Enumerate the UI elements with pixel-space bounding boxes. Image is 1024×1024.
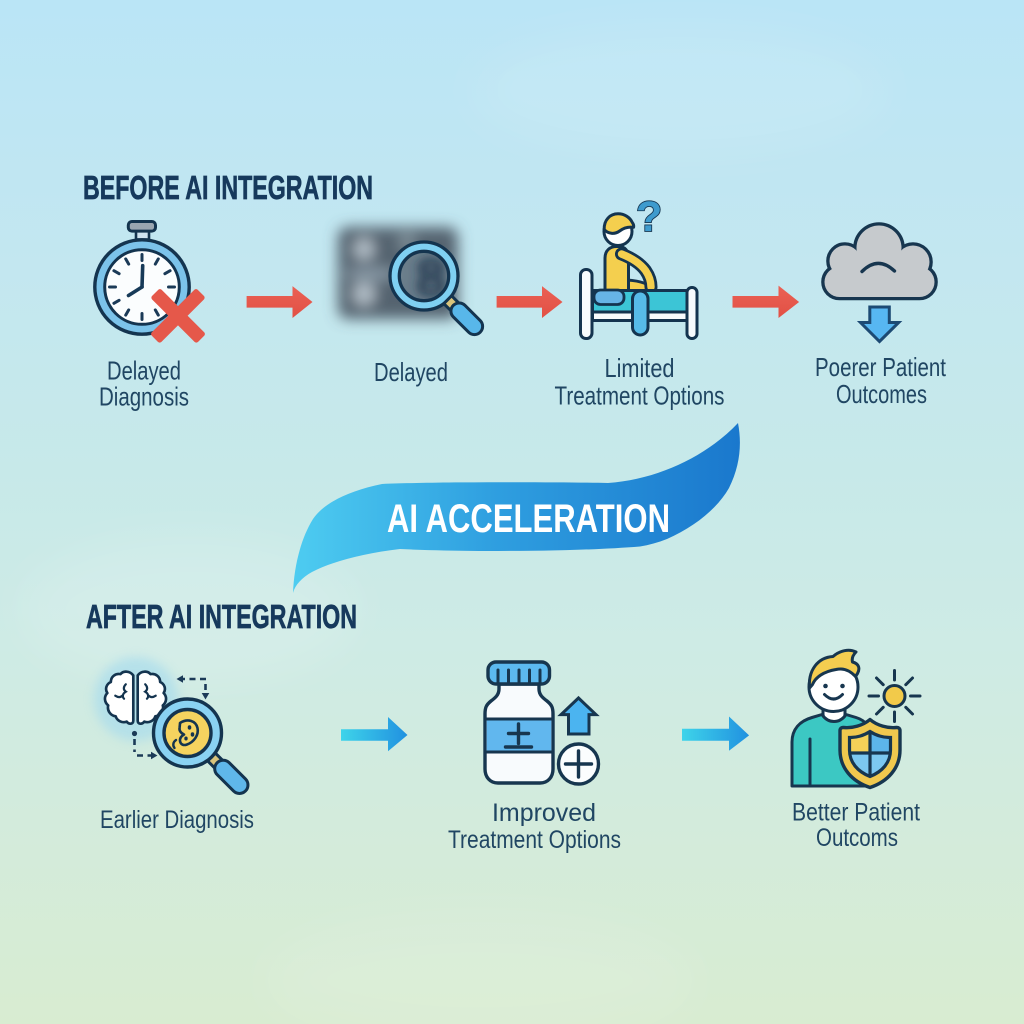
svg-text:Better Patient: Better Patient <box>792 799 920 827</box>
svg-text:?: ? <box>636 193 662 241</box>
svg-text:Diagnosis: Diagnosis <box>99 382 189 412</box>
svg-text:AFTER AI INTEGRATION: AFTER AI INTEGRATION <box>86 598 357 635</box>
svg-text:Treatment Options: Treatment Options <box>555 381 725 411</box>
svg-text:Delayed: Delayed <box>107 356 181 386</box>
svg-text:Treatment Options: Treatment Options <box>448 826 621 854</box>
svg-text:Outcoms: Outcoms <box>816 824 898 852</box>
svg-text:Outcomes: Outcomes <box>836 379 927 409</box>
svg-text:Improved: Improved <box>492 799 596 827</box>
svg-text:Poerer Patient: Poerer Patient <box>815 352 947 382</box>
svg-text:Earlier Diagnosis: Earlier Diagnosis <box>100 806 254 834</box>
svg-text:BEFORE AI INTEGRATION: BEFORE AI INTEGRATION <box>83 169 373 206</box>
svg-text:Delayed: Delayed <box>374 357 448 387</box>
svg-text:AI ACCELERATION: AI ACCELERATION <box>387 497 670 541</box>
svg-text:Limited: Limited <box>605 353 675 383</box>
